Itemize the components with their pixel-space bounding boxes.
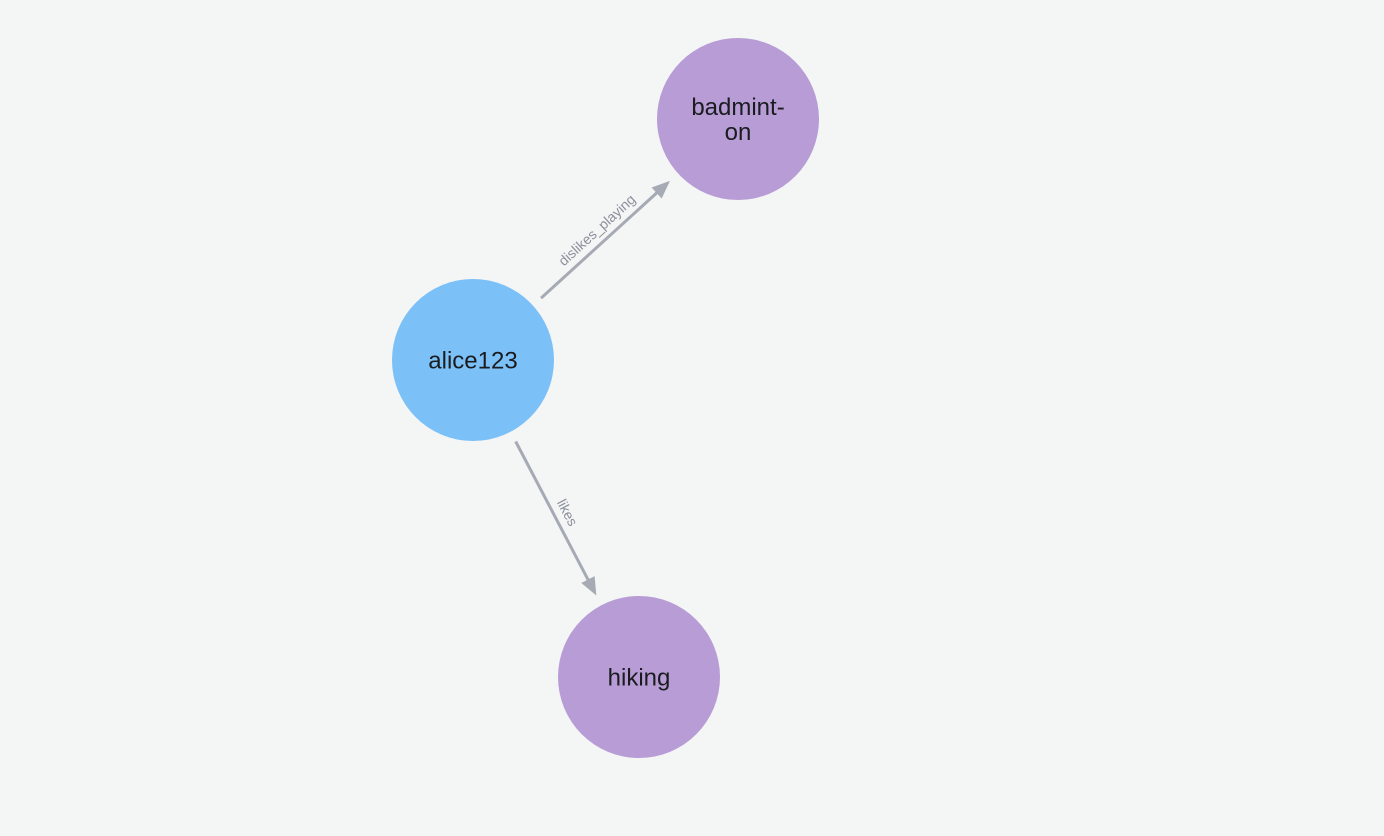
node-badminton[interactable]: badmint-on	[657, 38, 819, 200]
edge-label[interactable]: dislikes_playing	[555, 191, 638, 269]
node-label: alice123	[428, 347, 517, 374]
node-circle[interactable]	[392, 279, 554, 441]
node-alice123[interactable]: alice123	[392, 279, 554, 441]
edge-likes[interactable]: likes	[514, 440, 597, 596]
edge-line[interactable]	[514, 440, 591, 583]
arrowhead-icon	[651, 180, 670, 199]
node-label: hiking	[608, 664, 671, 691]
node-label: badmint-on	[691, 94, 784, 146]
node-circle[interactable]	[657, 38, 819, 200]
edge-dislikes_playing[interactable]: dislikes_playing	[540, 180, 670, 300]
node-circle[interactable]	[558, 596, 720, 758]
node-hiking[interactable]: hiking	[558, 596, 720, 758]
arrowhead-icon	[581, 576, 597, 596]
edge-line[interactable]	[540, 190, 660, 300]
